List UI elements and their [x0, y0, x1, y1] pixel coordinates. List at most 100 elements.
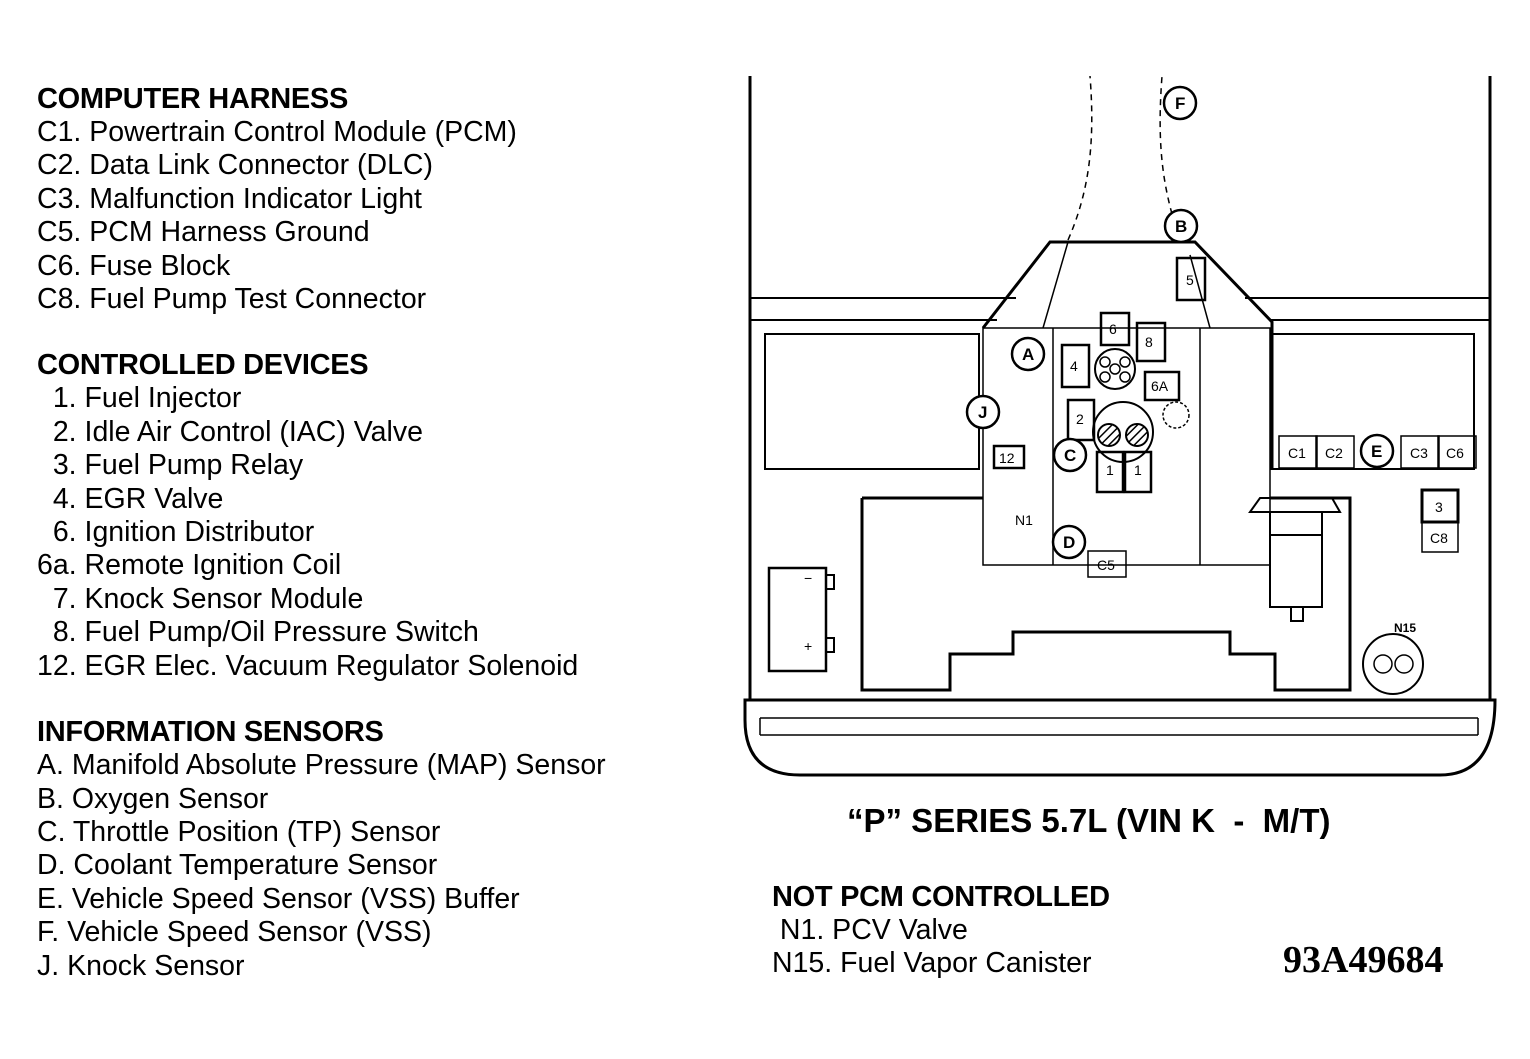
- legend-item-4: 4. EGR Valve: [37, 482, 224, 515]
- connector-c5: [1087, 550, 1127, 578]
- legend-item-1: 1. Fuel Injector: [37, 382, 242, 415]
- label-2: 2: [1076, 411, 1084, 427]
- connector-c6: [1437, 435, 1477, 469]
- label-n1: N1: [1015, 512, 1033, 528]
- alternator: [1269, 534, 1323, 608]
- legend-item-e: E. Vehicle Speed Sensor (VSS) Buffer: [37, 882, 520, 915]
- legend-item-c: C. Throttle Position (TP) Sensor: [37, 815, 441, 848]
- remote-ignition-coil-6a: [1143, 370, 1181, 402]
- label-8: 8: [1145, 334, 1153, 350]
- fuel-injector-right: [1123, 450, 1153, 494]
- legend-item-d: D. Coolant Temperature Sensor: [37, 849, 438, 882]
- svg-text:E: E: [1371, 442, 1382, 461]
- label-1-left: 1: [1106, 462, 1114, 478]
- svg-text:B: B: [1175, 217, 1187, 236]
- legend-item-c5: C5. PCM Harness Ground: [37, 216, 370, 249]
- figure-code: 93A49684: [1283, 939, 1444, 981]
- sensor-callout-d: D: [1051, 524, 1087, 560]
- connector-c2: [1315, 435, 1355, 469]
- oxygen-sensor-box-5: [1175, 256, 1207, 302]
- legend-item-7: 7. Knock Sensor Module: [37, 582, 364, 615]
- sensor-callout-j: J: [965, 394, 1001, 430]
- not-pcm-controlled-legend: NOT PCM CONTROLLED N1. PCV Valve N15. Fu…: [772, 880, 1110, 981]
- svg-text:D: D: [1063, 533, 1075, 552]
- svg-text:A: A: [1022, 345, 1034, 364]
- connector-c8: [1421, 521, 1459, 553]
- legend-item-12: 12. EGR Elec. Vacuum Regulator Solenoid: [37, 649, 579, 682]
- label-5: 5: [1186, 272, 1194, 288]
- legend-item-3: 3. Fuel Pump Relay: [37, 449, 304, 482]
- legend-item-c2: C2. Data Link Connector (DLC): [37, 149, 433, 182]
- svg-text:C: C: [1064, 446, 1076, 465]
- connector-c3: [1400, 435, 1440, 469]
- legend-item-6: 6. Ignition Distributor: [37, 516, 315, 549]
- firewall-ledge-right: [1245, 297, 1490, 321]
- bumper-inner-line: [759, 717, 1479, 736]
- frame-outline: [860, 496, 1352, 692]
- egr-solenoid-box-12: [992, 444, 1026, 470]
- distributor-cap: [1094, 348, 1136, 390]
- left-cowl-panel: [764, 333, 980, 470]
- engine-top-edge: [1042, 241, 1211, 329]
- svg-text:F: F: [1175, 94, 1185, 113]
- legend-item-c3: C3. Malfunction Indicator Light: [37, 182, 422, 215]
- legend-item-f: F. Vehicle Speed Sensor (VSS): [37, 916, 432, 949]
- legend-item-n15: N15. Fuel Vapor Canister: [772, 947, 1092, 980]
- label-12: 12: [999, 450, 1015, 466]
- battery: [767, 566, 828, 673]
- sensor-callout-f: F: [1162, 85, 1198, 121]
- label-c1: C1: [1288, 445, 1306, 461]
- label-c6: C6: [1446, 445, 1464, 461]
- legend-item-j: J. Knock Sensor: [37, 949, 245, 982]
- connector-c1: [1278, 435, 1318, 469]
- alternator-mount: [1248, 497, 1342, 536]
- label-c8: C8: [1430, 530, 1448, 546]
- ignition-distributor-box-6: [1099, 311, 1131, 347]
- coil-round-part: [1162, 401, 1190, 429]
- component-legend: COMPUTER HARNESS C1. Powertrain Control …: [37, 82, 606, 983]
- sensor-callout-a: A: [1010, 336, 1046, 372]
- legend-item-c8: C8. Fuel Pump Test Connector: [37, 283, 427, 316]
- vss-cable-left: [1067, 75, 1093, 241]
- svg-text:J: J: [978, 403, 987, 422]
- firewall-ledge-left: [750, 297, 1016, 321]
- legend-item-2: 2. Idle Air Control (IAC) Valve: [37, 415, 423, 448]
- label-c2: C2: [1325, 445, 1343, 461]
- label-c3: C3: [1410, 445, 1428, 461]
- sensor-callout-e: E: [1359, 433, 1395, 469]
- sensor-callout-b: B: [1163, 208, 1199, 244]
- label-4: 4: [1070, 358, 1078, 374]
- legend-item-8: 8. Fuel Pump/Oil Pressure Switch: [37, 616, 479, 649]
- legend-item-c1: C1. Powertrain Control Module (PCM): [37, 116, 517, 148]
- legend-item-6a: 6a. Remote Ignition Coil: [37, 549, 342, 582]
- battery-positive-label: +: [804, 638, 812, 654]
- label-n15: N15: [1394, 621, 1416, 635]
- legend-item-a: A. Manifold Absolute Pressure (MAP) Sens…: [37, 749, 606, 782]
- fuel-injector-left: [1095, 450, 1125, 494]
- intake-divider: [1052, 328, 1201, 565]
- fuel-pump-oil-switch-8: [1135, 321, 1167, 363]
- battery-negative-label: −: [804, 570, 812, 586]
- sensor-callout-c: C: [1052, 437, 1088, 473]
- label-6a: 6A: [1151, 378, 1169, 394]
- fuel-vapor-canister: [1362, 633, 1424, 695]
- label-3: 3: [1435, 499, 1443, 515]
- iac-valve-box-2: [1066, 398, 1096, 442]
- legend-item-c6: C6. Fuse Block: [37, 249, 231, 282]
- controlled-devices-heading: CONTROLLED DEVICES: [37, 349, 369, 382]
- legend-item-b: B. Oxygen Sensor: [37, 782, 269, 815]
- battery-neg-terminal: [825, 574, 835, 590]
- computer-harness-heading: COMPUTER HARNESS: [37, 83, 348, 115]
- not-pcm-controlled-heading: NOT PCM CONTROLLED: [772, 881, 1110, 913]
- front-bumper: [743, 698, 1497, 777]
- label-1-right: 1: [1134, 462, 1142, 478]
- legend-item-n1: N1. PCV Valve: [772, 914, 968, 946]
- information-sensors-heading: INFORMATION SENSORS: [37, 716, 384, 749]
- label-c5: C5: [1097, 557, 1115, 573]
- diagram-caption: “P” SERIES 5.7L (VIN K - M/T): [847, 802, 1331, 839]
- engine-outline: [981, 240, 1274, 470]
- vss-cable-right: [1159, 75, 1173, 215]
- battery-pos-terminal: [825, 637, 835, 653]
- label-6: 6: [1109, 321, 1117, 337]
